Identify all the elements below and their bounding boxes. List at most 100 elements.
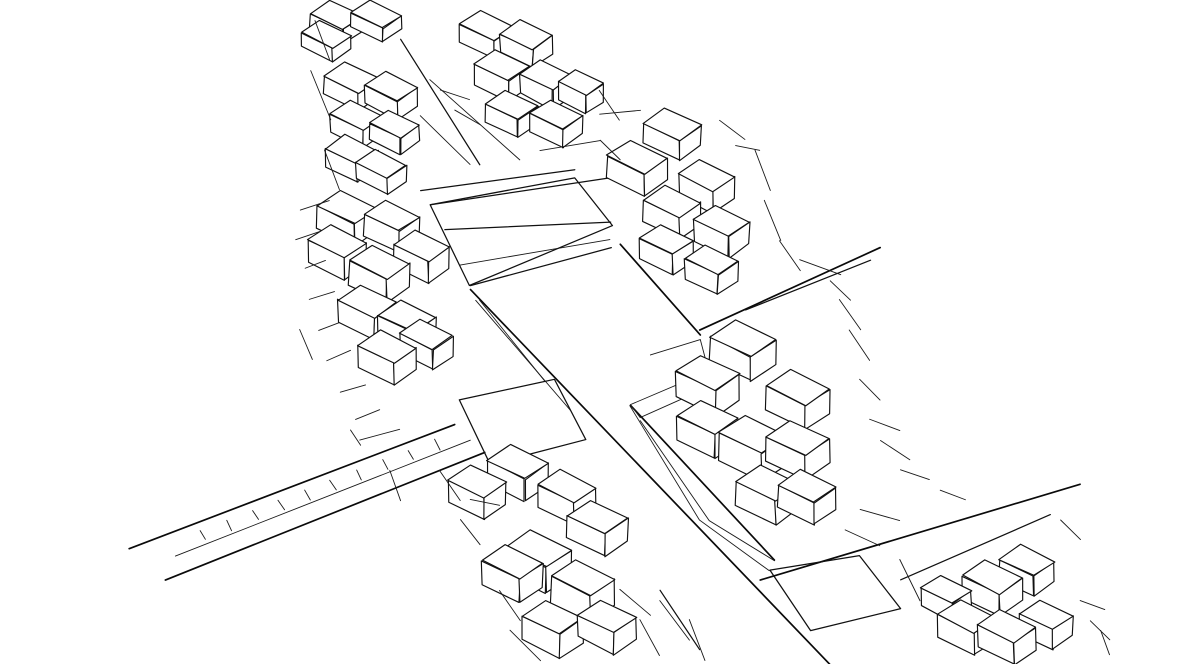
building-roof: [692, 204, 750, 237]
hatch-stroke: [326, 349, 351, 362]
road-edge: [174, 439, 471, 557]
building-roof: [481, 544, 544, 580]
building-roof: [473, 49, 531, 81]
hatch-stroke: [339, 384, 366, 393]
road-tick: [199, 530, 206, 540]
hatch-stroke: [439, 89, 470, 101]
hatch-stroke: [509, 629, 542, 662]
building-roof: [709, 319, 777, 357]
hatch-stroke: [355, 409, 381, 420]
building-roof: [337, 284, 397, 319]
building-roof: [316, 189, 379, 225]
sketch-hatching: [199, 20, 1111, 662]
building-roof: [684, 244, 739, 276]
road-tick: [304, 489, 311, 501]
building-roof: [355, 148, 407, 179]
street-edge: [459, 239, 611, 266]
street-edge: [444, 221, 612, 231]
building-clusters: [300, 0, 1074, 664]
plaza: [458, 378, 587, 466]
street-edge: [469, 247, 612, 287]
building-roof: [447, 464, 508, 499]
hatch-stroke: [1089, 620, 1111, 641]
building-roof: [998, 543, 1056, 576]
building-roof: [528, 99, 584, 130]
building-roof: [537, 468, 597, 504]
hatch-stroke: [598, 89, 620, 121]
hatch-stroke: [299, 200, 330, 211]
building-roof: [398, 318, 453, 351]
hatch-stroke: [304, 259, 326, 269]
hatch-stroke: [308, 291, 335, 300]
hatch-stroke: [314, 20, 330, 60]
hatch-stroke: [859, 378, 881, 401]
road-tick: [329, 479, 337, 491]
pavement-line: [659, 589, 701, 651]
building-face: [716, 260, 740, 295]
hatch-stroke: [619, 588, 651, 616]
hatch-stroke: [1060, 519, 1081, 541]
street-edge: [400, 38, 481, 166]
hatch-stroke: [763, 199, 782, 242]
hatch-stroke: [460, 519, 481, 546]
hatch-stroke: [754, 149, 771, 191]
hatch-stroke: [359, 428, 401, 441]
building-roof: [484, 89, 539, 120]
road-edge: [164, 451, 486, 581]
road-edge: [128, 423, 456, 550]
building-roof: [499, 18, 553, 51]
building-roof: [504, 529, 573, 568]
hatch-stroke: [838, 299, 862, 331]
boulevard-edge: [475, 299, 571, 411]
hatch-stroke: [659, 600, 690, 641]
hatch-stroke: [900, 469, 930, 481]
building-roof: [363, 199, 421, 231]
plaza: [769, 555, 902, 632]
building-roof: [306, 224, 368, 259]
street-edge: [698, 246, 882, 331]
building-roof: [605, 139, 668, 175]
building-roof: [919, 574, 973, 604]
street-edge: [429, 79, 521, 161]
building-roof: [364, 70, 419, 102]
hatch-stroke: [1079, 600, 1106, 610]
hatch-stroke: [318, 322, 340, 331]
road-tick: [252, 510, 259, 520]
hatch-stroke: [735, 145, 761, 151]
road-tick: [382, 459, 389, 470]
hatch-stroke: [859, 509, 901, 522]
hatch-stroke: [438, 469, 461, 501]
hatch-stroke: [350, 429, 362, 446]
road-network: [128, 38, 1081, 664]
building-roof: [1019, 599, 1074, 630]
street-edge: [759, 483, 1081, 581]
building-roof: [642, 107, 703, 142]
building-roof: [551, 559, 616, 597]
boulevard-edge: [469, 288, 831, 664]
street-edge: [900, 513, 1051, 581]
hatch-stroke: [779, 240, 801, 272]
boulevard-edge: [629, 404, 776, 561]
building-roof: [675, 355, 741, 392]
hatch-stroke: [299, 329, 313, 360]
street-edge: [745, 259, 872, 311]
road-tick: [226, 519, 233, 532]
hatch-stroke: [880, 440, 911, 461]
building-roof: [357, 329, 417, 364]
hatch-stroke: [499, 590, 521, 622]
building-roof: [566, 500, 629, 535]
hatch-stroke: [389, 469, 402, 502]
hatch-stroke: [799, 259, 842, 276]
road-tick: [407, 450, 414, 460]
hatch-stroke: [899, 559, 921, 602]
building-roof: [350, 0, 403, 29]
road-tick: [356, 469, 362, 481]
building-face: [386, 164, 408, 196]
hatch-stroke: [324, 149, 340, 191]
building-roof: [393, 229, 450, 263]
building-roof: [677, 158, 736, 193]
hatch-stroke: [869, 418, 901, 431]
building-roof: [521, 600, 583, 635]
